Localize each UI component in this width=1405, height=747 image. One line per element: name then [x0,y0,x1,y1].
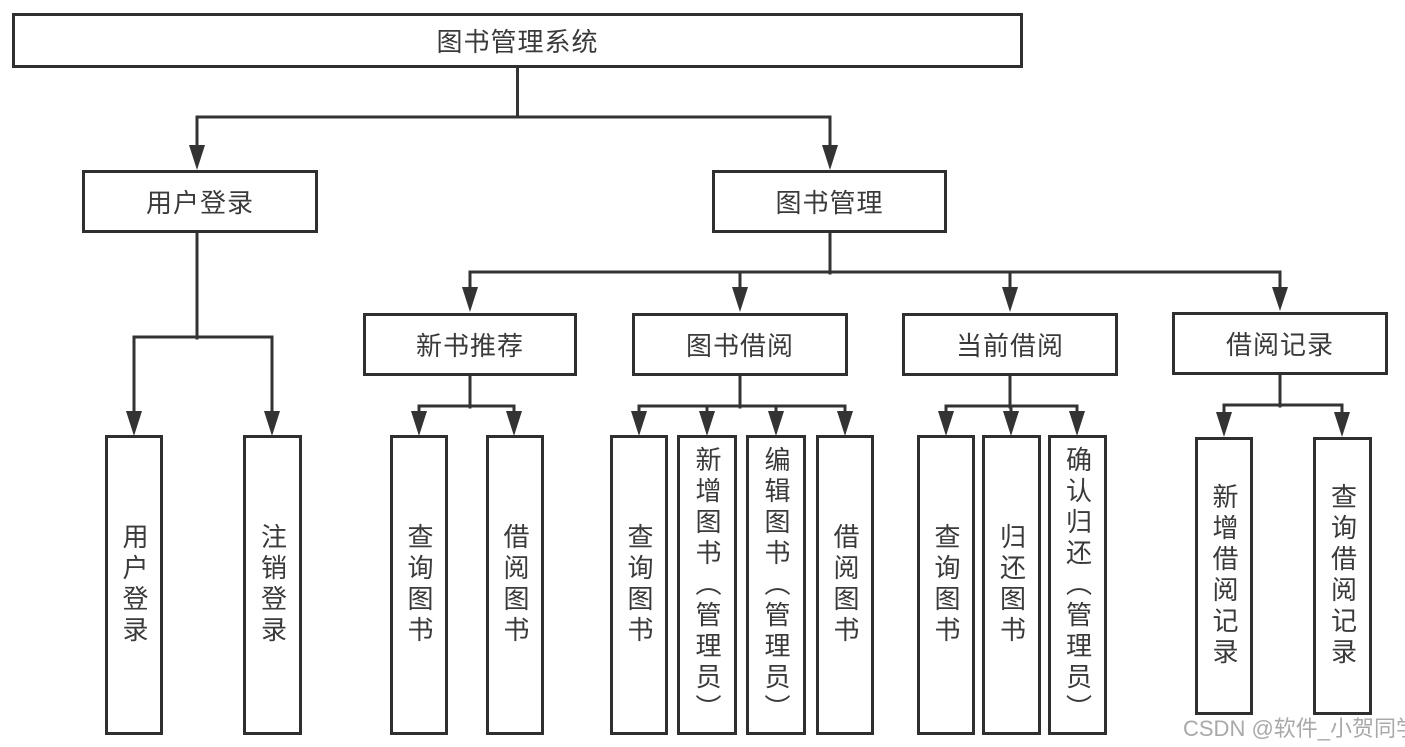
leaf-borrow-books-recommend: 借阅图书 [486,435,544,735]
leaf-borrow-books-borrowing: 借阅图书 [816,435,874,735]
node-label: 注销登录 [257,523,288,647]
leaf-edit-books-admin: 编辑图书（管理员） [746,435,806,735]
node-label: 新增借阅记录 [1209,483,1239,669]
node-borrowing-records: 借阅记录 [1172,312,1388,375]
node-label: 图书借阅 [685,331,794,361]
node-label: 查询图书 [624,523,654,647]
node-label: 借阅记录 [1225,330,1334,360]
leaf-query-books-borrowing: 查询图书 [610,435,668,735]
leaf-query-books-recommend: 查询图书 [390,435,448,735]
node-new-book-recommend: 新书推荐 [363,313,577,376]
node-label: 编辑图书（管理员） [761,445,791,725]
leaf-user-login: 用户登录 [105,435,163,735]
leaf-confirm-return-admin: 确认归还（管理员） [1048,435,1107,735]
node-label: 查询借阅记录 [1327,483,1358,669]
node-current-borrowing: 当前借阅 [902,313,1118,376]
leaf-query-borrow-record: 查询借阅记录 [1313,437,1372,715]
node-label: 用户登录 [145,188,254,218]
node-book-management-system: 图书管理系统 [12,13,1023,68]
node-label: 归还图书 [996,523,1027,647]
node-label: 图书管理系统 [436,27,599,57]
node-book-borrowing: 图书借阅 [632,313,848,376]
node-label: 图书管理 [775,188,884,218]
node-label: 查询图书 [931,523,961,647]
leaf-add-books-admin: 新增图书（管理员） [677,435,737,735]
node-label: 借阅图书 [500,523,530,647]
node-label: 确认归还（管理员） [1062,445,1093,725]
node-label: 当前借阅 [955,331,1064,361]
node-label: 用户登录 [119,523,149,647]
node-book-management: 图书管理 [712,170,947,233]
csdn-watermark: CSDN @软件_小贺同学 [1183,716,1405,741]
node-label: 借阅图书 [830,523,860,647]
node-label: 查询图书 [404,523,434,647]
node-label: 新书推荐 [415,331,524,361]
leaf-add-borrow-record: 新增借阅记录 [1195,437,1253,715]
leaf-return-books: 归还图书 [982,435,1041,735]
leaf-query-books-current: 查询图书 [917,435,975,735]
node-user-login: 用户登录 [82,170,318,233]
node-label: 新增图书（管理员） [692,445,722,725]
leaf-logout: 注销登录 [243,435,302,735]
